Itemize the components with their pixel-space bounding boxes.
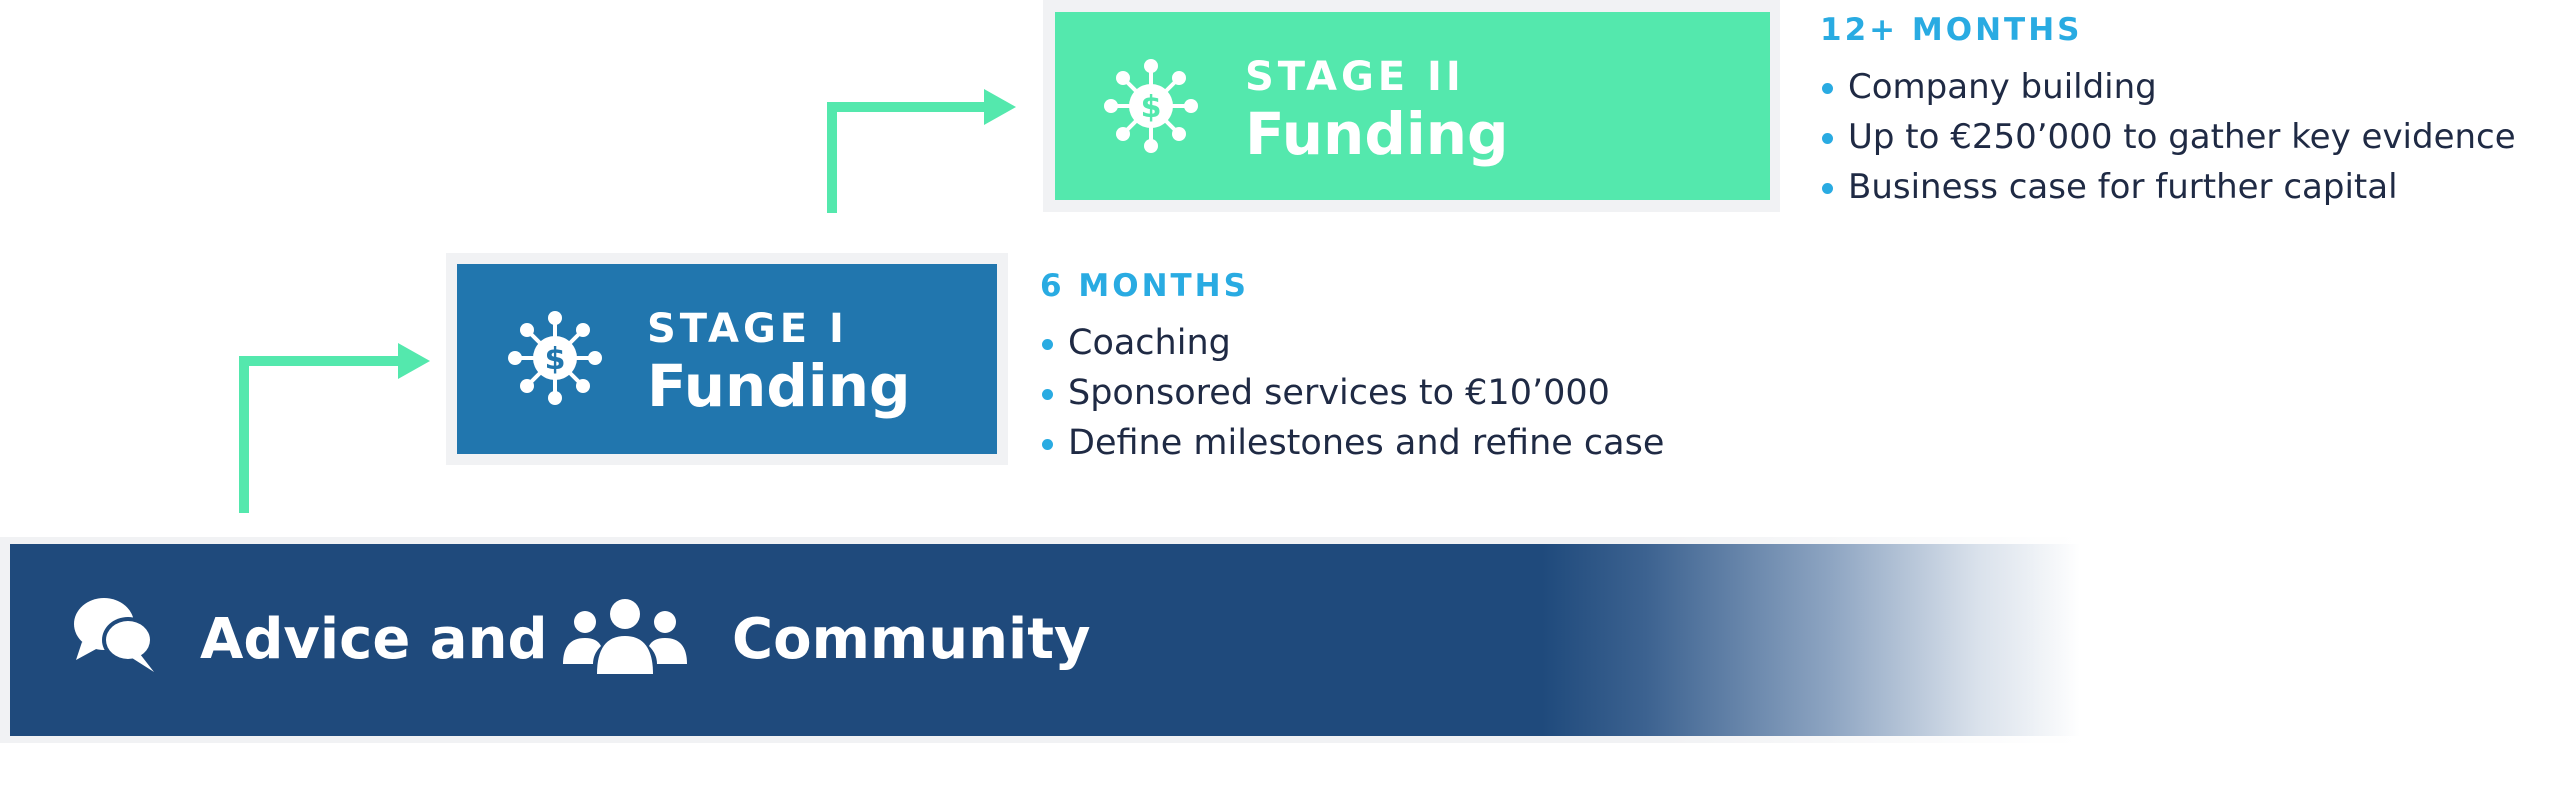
stage-2-duration: 12+ MONTHS <box>1820 12 2083 48</box>
svg-text:$: $ <box>545 342 566 377</box>
dollar-network-icon: $ <box>1103 58 1199 158</box>
stage-1-duration: 6 MONTHS <box>1040 268 1249 304</box>
list-item: Coaching <box>1040 318 1664 368</box>
list-item-text: Up to €250’000 to gather key evidence <box>1848 117 2516 157</box>
step-up-arrow-icon <box>820 85 1020 219</box>
bullet-dot-icon <box>1822 83 1833 94</box>
bullet-dot-icon <box>1042 439 1053 450</box>
list-item: Business case for further capital <box>1820 162 2516 212</box>
bullet-dot-icon <box>1042 389 1053 400</box>
stage-2-card: $ STAGE II Funding <box>1055 12 1770 200</box>
community-label: Community <box>732 607 1091 672</box>
chat-bubbles-icon <box>72 594 158 682</box>
foundation-bar: Advice and Community <box>10 544 2080 736</box>
list-item-text: Business case for further capital <box>1848 167 2398 207</box>
list-item-text: Coaching <box>1068 323 1231 363</box>
bullet-dot-icon <box>1822 183 1833 194</box>
stage-1-card: $ STAGE I Funding <box>457 264 997 454</box>
dollar-network-icon: $ <box>507 310 603 410</box>
people-group-icon <box>563 598 687 678</box>
stage-1-list: Coaching Sponsored services to €10’000 D… <box>1040 318 1664 468</box>
stage-1-details: 6 MONTHS Coaching Sponsored services to … <box>1040 268 1664 468</box>
stage-1-kicker: STAGE I <box>647 306 848 352</box>
stage-1-title: Funding <box>647 352 911 420</box>
list-item: Up to €250’000 to gather key evidence <box>1820 112 2516 162</box>
stage-2-title: Funding <box>1245 100 1509 168</box>
svg-text:$: $ <box>1141 90 1162 125</box>
bullet-dot-icon <box>1042 339 1053 350</box>
list-item-text: Company building <box>1848 67 2157 107</box>
list-item: Company building <box>1820 62 2516 112</box>
list-item-text: Define milestones and refine case <box>1068 423 1665 463</box>
stage-2-list: Company building Up to €250’000 to gathe… <box>1820 62 2516 212</box>
advice-label: Advice and <box>200 607 548 672</box>
list-item: Define milestones and refine case <box>1040 418 1664 468</box>
list-item: Sponsored services to €10’000 <box>1040 368 1664 418</box>
step-up-arrow-icon <box>234 337 434 521</box>
stage-2-details: 12+ MONTHS Company building Up to €250’0… <box>1820 12 2516 212</box>
stage-2-kicker: STAGE II <box>1245 54 1465 100</box>
bullet-dot-icon <box>1822 133 1833 144</box>
list-item-text: Sponsored services to €10’000 <box>1068 373 1610 413</box>
